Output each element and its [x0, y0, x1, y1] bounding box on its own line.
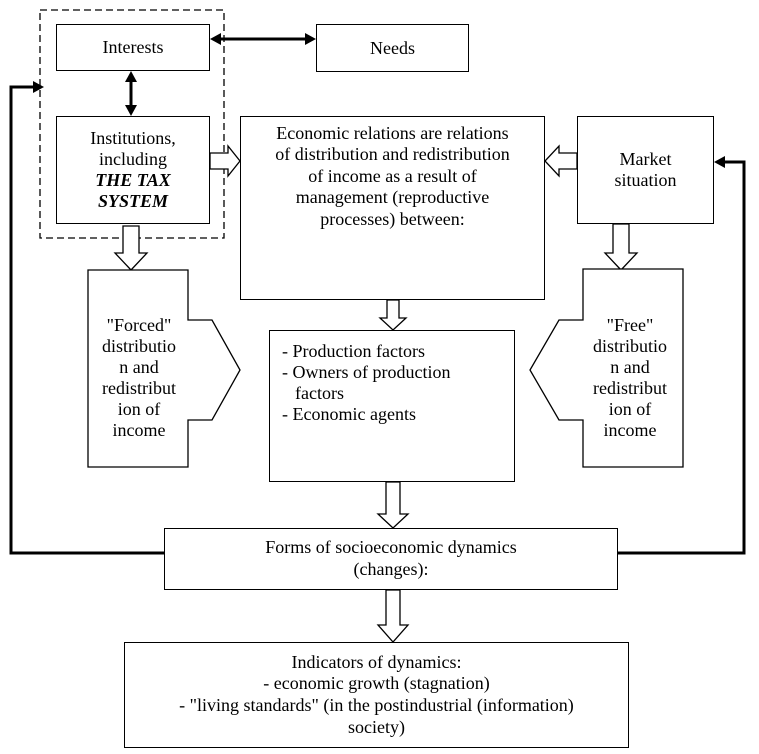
needs-label: Needs	[370, 37, 415, 58]
interests-institutions-down-arrowhead	[125, 105, 137, 116]
free-distribution-text: "Free" distributio n and redistribut ion…	[585, 315, 675, 441]
list-item-economic-agents: - Economic agents	[282, 404, 416, 425]
list-item-owners: - Owners of production	[282, 362, 451, 383]
economic-relations-box: Economic relations are relations of dist…	[240, 116, 545, 300]
forced-distribution-arrow	[87, 269, 241, 468]
right-feedback-line	[618, 160, 746, 555]
indicators-line-1: Indicators of dynamics:	[291, 651, 462, 672]
free-line-3: n and	[610, 357, 650, 378]
market-situation-line-2: situation	[614, 170, 677, 190]
free-line-4: redistribut	[593, 378, 667, 399]
forced-line-2: distributio	[101, 336, 176, 357]
institutions-box: Institutions, including THE TAX SYSTEM	[56, 116, 210, 224]
market-to-relations-arrow	[544, 144, 578, 178]
forced-line-1: "Forced"	[106, 315, 172, 335]
between-list-box: - Production factors - Owners of product…	[269, 330, 515, 482]
forms-line-2: (changes):	[353, 559, 429, 579]
forced-line-4: redistribut	[102, 378, 176, 399]
list-item-production-factors: - Production factors	[282, 341, 425, 361]
needs-box: Needs	[316, 24, 469, 72]
economic-relations-line-3: of income as a result of	[308, 165, 477, 186]
relations-to-list-arrow	[378, 299, 408, 331]
free-line-1: "Free"	[606, 315, 654, 335]
free-distribution-arrow	[529, 268, 684, 468]
indicators-line-4: society)	[348, 716, 405, 737]
indicators-line-2: - economic growth (stagnation)	[263, 673, 490, 694]
tax-system-line-2: SYSTEM	[97, 191, 169, 212]
market-situation-box: Market situation	[577, 116, 714, 224]
interests-needs-left-arrowhead	[210, 33, 221, 45]
left-feedback-line	[9, 85, 164, 555]
indicators-line-3: - "living standards" (in the postindustr…	[179, 695, 574, 715]
institutions-to-relations-arrow	[209, 144, 241, 178]
institutions-line-1: Institutions,	[90, 127, 176, 148]
economic-relations-line-5: processes) between:	[320, 208, 465, 229]
forms-to-indicators-arrow	[376, 589, 410, 643]
interests-institutions-up-arrowhead	[125, 71, 137, 82]
right-feedback-arrowhead	[714, 156, 725, 168]
market-situation-line-1: Market	[619, 149, 672, 170]
market-to-free-arrow	[603, 223, 639, 271]
economic-relations-line-2: of distribution and redistribution	[275, 144, 510, 165]
forced-line-5: ion of	[117, 399, 161, 420]
tax-system-line-1: THE TAX	[95, 170, 171, 190]
left-feedback-arrowhead	[33, 81, 44, 93]
interests-box: Interests	[56, 24, 210, 71]
free-line-6: income	[603, 420, 657, 441]
free-line-2: distributio	[592, 336, 667, 357]
forced-distribution-text: "Forced" distributio n and redistribut i…	[94, 315, 184, 441]
economic-relations-line-4: management (reproductive	[295, 187, 490, 208]
forced-line-6: income	[112, 420, 166, 441]
list-item-owners-continuation: factors	[295, 383, 344, 404]
list-to-forms-arrow	[376, 481, 410, 529]
forms-box: Forms of socioeconomic dynamics (changes…	[164, 528, 618, 590]
interests-label: Interests	[102, 37, 164, 58]
institutions-to-forced-arrow	[113, 225, 149, 271]
institutions-line-2: including	[99, 148, 167, 169]
institutional-boundary	[39, 9, 225, 239]
interests-needs-right-arrowhead	[305, 33, 316, 45]
forms-line-1: Forms of socioeconomic dynamics	[265, 537, 517, 558]
free-line-5: ion of	[608, 399, 652, 420]
economic-relations-line-1: Economic relations are relations	[276, 123, 509, 143]
forced-line-3: n and	[119, 357, 159, 378]
indicators-box: Indicators of dynamics: - economic growt…	[124, 642, 629, 748]
